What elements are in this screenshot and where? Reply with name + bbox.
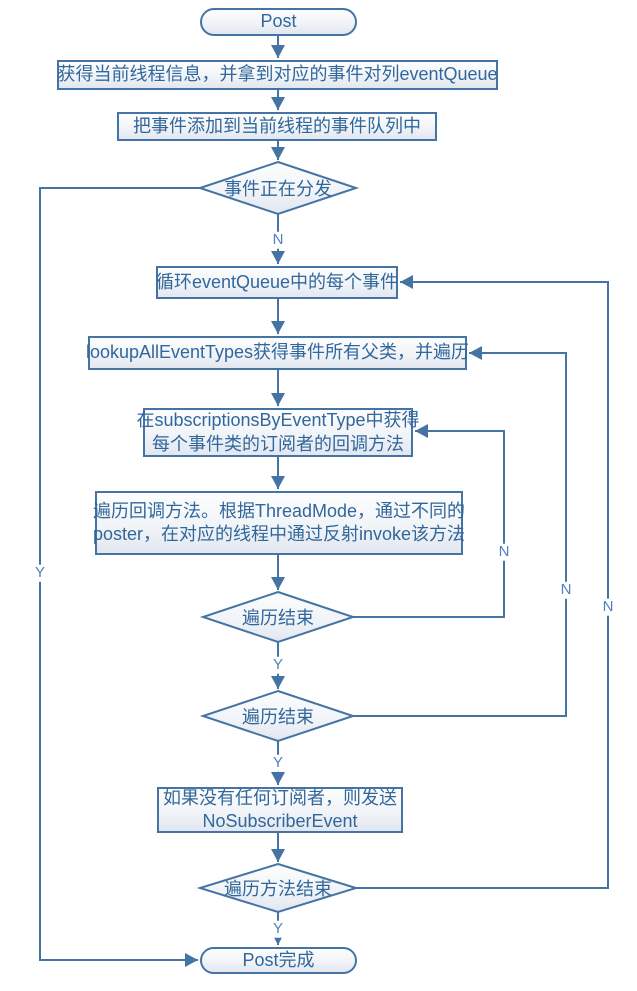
node-no-subscriber: 如果没有任何订阅者，则发送 NoSubscriberEvent [157, 787, 403, 833]
node-invoke-methods-line1: 遍历回调方法。根据ThreadMode，通过不同的 [92, 500, 466, 521]
decision-iter-done-1-label: 遍历结束 [242, 608, 314, 628]
node-start: Post [200, 8, 357, 36]
node-loop-events: 循环eventQueue中的每个事件 [156, 266, 398, 299]
decision-iter-done-1-shape [199, 590, 357, 644]
node-invoke-methods: 遍历回调方法。根据ThreadMode，通过不同的 poster，在对应的线程中… [92, 491, 466, 555]
edge-label-methods-done-n: N [600, 597, 616, 616]
node-loop-events-label: 循环eventQueue中的每个事件 [155, 271, 399, 292]
node-end: Post完成 [200, 947, 357, 974]
node-lookup-types-label: lookupAllEventTypes获得事件所有父类，并遍历 [85, 342, 470, 363]
decision-dispatching-label: 事件正在分发 [224, 179, 332, 199]
node-no-subscriber-line1: 如果没有任何订阅者，则发送 [163, 787, 397, 808]
node-no-subscriber-line2: NoSubscriberEvent [202, 811, 358, 831]
edge-iter-done-2-n-to-lookup-types [353, 346, 567, 717]
edge-label-iter-done-2-y: Y [270, 753, 286, 772]
edge-dispatching-y-to-end [39, 187, 200, 967]
node-end-label: Post完成 [242, 949, 315, 970]
node-add-to-queue-label: 把事件添加到当前线程的事件队列中 [133, 115, 421, 136]
node-get-subscriptions: 在subscriptionsByEventType中获得 每个事件类的订阅者的回… [136, 408, 420, 457]
edge-label-iter-done-2-n: N [558, 580, 574, 599]
edge-label-dispatching-n: N [270, 230, 286, 249]
node-get-subscriptions-line2: 每个事件类的订阅者的回调方法 [152, 433, 404, 454]
node-get-thread-info-label: 获得当前线程信息，并拿到对应的事件对列eventQueue [57, 64, 498, 85]
node-get-subscriptions-line1: 在subscriptionsByEventType中获得 [136, 410, 420, 431]
node-invoke-methods-line2: poster，在对应的线程中通过反射invoke该方法 [92, 524, 466, 544]
edge-methods-done-n-to-loop-events [356, 275, 609, 889]
edge-iter-done-1-n-to-get-subscriptions [353, 424, 505, 618]
edge-label-methods-done-y: Y [270, 919, 286, 938]
edge-label-iter-done-1-y: Y [270, 655, 286, 674]
decision-methods-done-label: 遍历方法结束 [224, 879, 332, 899]
decision-dispatching-shape [196, 160, 360, 216]
node-add-to-queue: 把事件添加到当前线程的事件队列中 [117, 112, 437, 141]
edge-label-dispatching-y: Y [32, 563, 48, 582]
decision-iter-done-2-label: 遍历结束 [242, 707, 314, 727]
node-get-thread-info: 获得当前线程信息，并拿到对应的事件对列eventQueue [57, 60, 498, 90]
edge-label-iter-done-1-n: N [496, 542, 512, 561]
decision-iter-done-2-shape [199, 689, 357, 743]
node-lookup-types: lookupAllEventTypes获得事件所有父类，并遍历 [85, 336, 470, 370]
decision-methods-done-shape [196, 862, 360, 914]
node-start-label: Post [260, 11, 297, 32]
